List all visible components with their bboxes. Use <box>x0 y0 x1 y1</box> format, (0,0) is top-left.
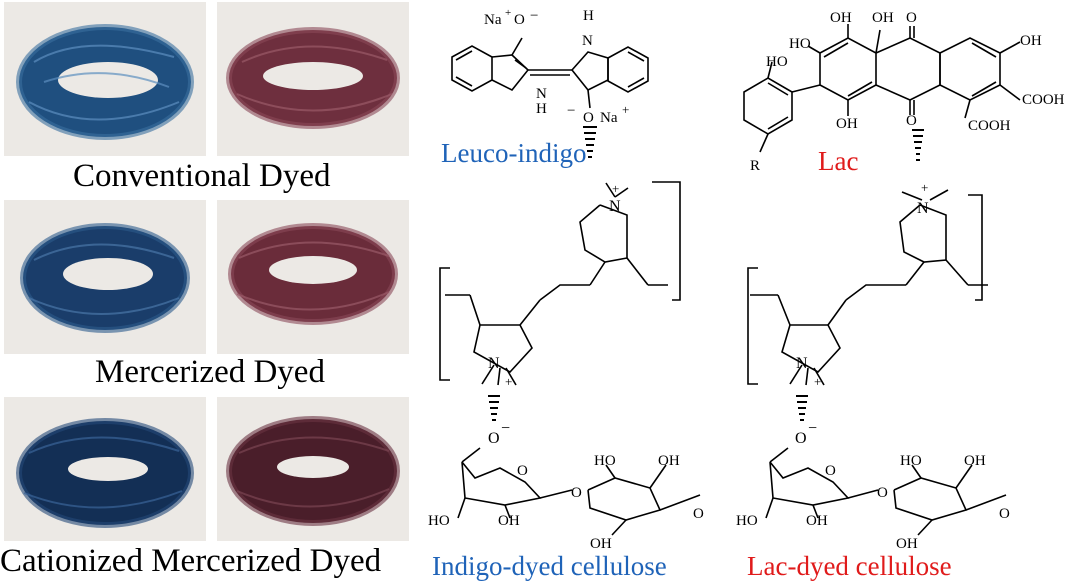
atom-ho-2: HO <box>594 453 616 469</box>
charge-minus-lac-anion: − <box>808 420 817 437</box>
charge-plus-cation-2: + <box>505 374 512 389</box>
atom-ho-1: HO <box>428 513 450 529</box>
photo-conventional-indigo <box>4 2 206 156</box>
atom-lac-o-b: O <box>906 113 917 129</box>
caption-cationized-mercerized-dyed: Cationized Mercerized Dyed <box>0 543 382 579</box>
charge-plus-cation-1: + <box>612 181 619 196</box>
atom-o-anion: O <box>488 430 500 447</box>
atom-lac-r: R <box>750 158 760 174</box>
photo-cationized-lac <box>217 397 409 541</box>
atom-na-mid: Na <box>600 110 618 126</box>
charge-plus-lac-cation-2: + <box>814 374 821 389</box>
atom-lac-oh-a: OH <box>830 10 852 26</box>
atom-lac-o-a: O <box>906 10 917 26</box>
atom-n-left: N <box>536 86 547 102</box>
charge-plus-lac-cation-1: + <box>921 180 928 195</box>
atom-lac-oh-d: OH <box>836 116 858 132</box>
atom-o-top: O <box>514 12 525 28</box>
lac-molecule <box>743 24 1021 161</box>
atom-n-cation-1: N <box>609 198 621 215</box>
atom-h-top: H <box>583 8 594 24</box>
indigo-cationic-polymer <box>439 181 681 421</box>
atom-oh-2: OH <box>658 453 680 469</box>
atom-lac-o-link: O <box>877 485 888 501</box>
charge-minus-mid: − <box>567 103 575 119</box>
caption-mercerized-dyed: Mercerized Dyed <box>95 354 325 390</box>
photo-cationized-indigo <box>4 397 206 541</box>
photo-mercerized-indigo <box>4 200 206 354</box>
photo-mercerized-lac <box>217 200 409 354</box>
atom-lac-o-ring-1: O <box>825 463 836 479</box>
atom-lac-o-anion: O <box>795 430 807 447</box>
label-lac: Lac <box>818 146 858 176</box>
atom-oh-3: OH <box>590 536 612 552</box>
lac-cationic-polymer <box>747 189 988 421</box>
leuco-indigo-molecule <box>451 37 649 158</box>
atom-lac-ho-a: HO <box>789 36 811 52</box>
atom-lac-n-cation-1: N <box>917 200 929 217</box>
atom-oh-1: OH <box>498 513 520 529</box>
atom-lac-oh-2: OH <box>964 453 986 469</box>
atom-lac-oh-3: OH <box>896 536 918 552</box>
atom-lac-cooh-a: COOH <box>1022 92 1065 108</box>
charge-minus-anion: − <box>501 420 510 437</box>
atom-lac-ho-1: HO <box>736 513 758 529</box>
atom-n-cation-2: N <box>488 355 500 372</box>
charge-minus-top: − <box>530 8 538 24</box>
atom-o-ring-2: O <box>693 506 704 522</box>
charge-plus-mid: + <box>622 102 629 117</box>
atom-lac-oh-1: OH <box>806 513 828 529</box>
atom-lac-oh-b: OH <box>872 10 894 26</box>
atom-lac-o-ring-2: O <box>999 506 1010 522</box>
atom-lac-oh-c: OH <box>1020 33 1042 49</box>
atom-n-top: N <box>582 33 593 49</box>
indigo-cellulose-unit <box>457 447 701 536</box>
atom-lac-ho-2: HO <box>900 453 922 469</box>
atom-o-mid: O <box>583 110 594 126</box>
charge-plus-top: + <box>505 7 511 19</box>
photo-conventional-lac <box>217 2 409 156</box>
caption-conventional-dyed: Conventional Dyed <box>73 158 331 194</box>
atom-o-link: O <box>571 485 582 501</box>
atom-na-top: Na <box>484 12 502 28</box>
label-indigo-dyed-cellulose: Indigo-dyed cellulose <box>432 551 667 581</box>
atom-lac-ho-b: HO <box>766 54 788 70</box>
atom-h-left: H <box>536 101 547 117</box>
lac-cellulose-unit <box>765 447 1007 536</box>
atom-lac-n-cation-2: N <box>796 355 808 372</box>
label-leuco-indigo: Leuco-indigo <box>441 138 586 168</box>
label-lac-dyed-cellulose: Lac-dyed cellulose <box>747 551 952 581</box>
atom-lac-cooh-b: COOH <box>968 118 1011 134</box>
atom-o-ring-1: O <box>517 463 528 479</box>
